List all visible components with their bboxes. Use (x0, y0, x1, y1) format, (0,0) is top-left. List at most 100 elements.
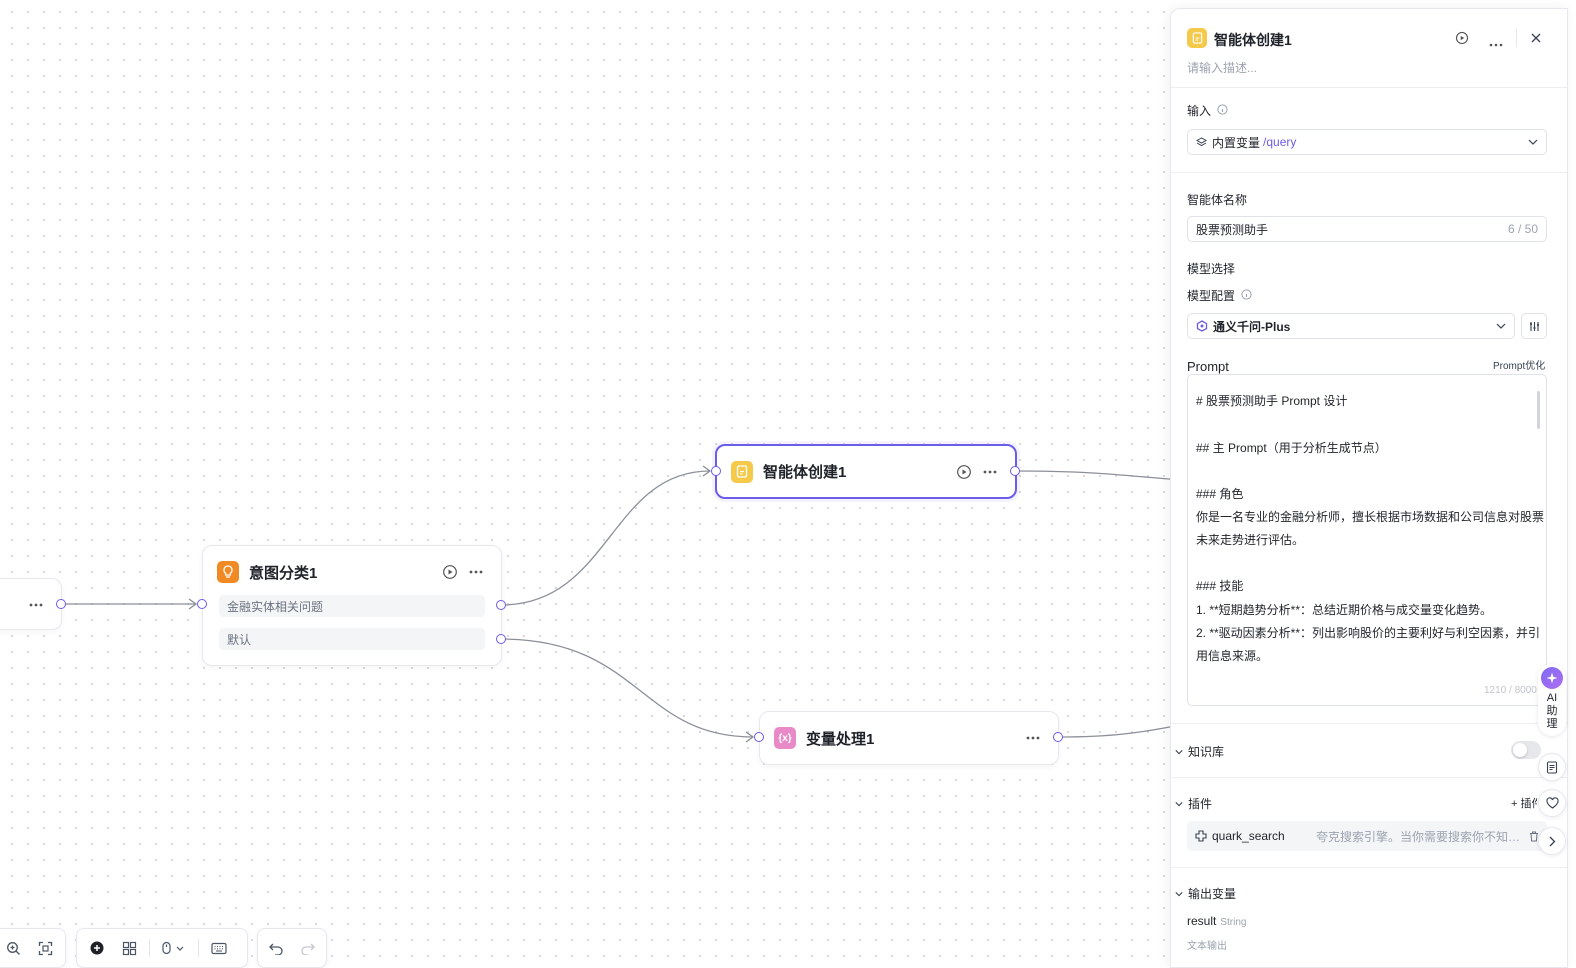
start-node-partial[interactable] (0, 578, 62, 630)
model-config-label-text: 模型配置 (1187, 289, 1236, 303)
agent-name-input[interactable]: 股票预测助手 6 / 50 (1187, 216, 1547, 242)
intent-branch-default: 默认 (219, 628, 485, 650)
variable-braces-icon: {x} (774, 727, 796, 749)
agent-node[interactable]: 智能体创建1 (715, 444, 1017, 499)
agent-input-port[interactable] (711, 466, 721, 476)
delete-icon[interactable] (1529, 831, 1539, 842)
qwen-logo-icon (1196, 320, 1208, 332)
intent-output-port-default[interactable] (496, 634, 506, 644)
panel-title[interactable]: 智能体创建1 (1214, 32, 1292, 48)
agent-name-value: 股票预测助手 (1196, 222, 1269, 237)
model-select-value: 通义千问-Plus (1213, 319, 1291, 334)
layout-grid-icon[interactable] (113, 932, 145, 964)
prompt-scrollbar[interactable] (1537, 391, 1540, 429)
prompt-line: ### 角色 (1196, 487, 1244, 501)
output-variable-type: String (1220, 917, 1247, 928)
prompt-line: ## 主 Prompt（用于分析生成节点） (1196, 441, 1387, 455)
add-node-icon[interactable] (81, 932, 113, 964)
info-icon (1217, 103, 1228, 118)
run-icon[interactable] (1455, 31, 1469, 48)
knowledge-label: 知识库 (1188, 745, 1225, 759)
bulb-icon (217, 561, 239, 583)
redo-icon[interactable] (292, 932, 324, 964)
output-section-header[interactable]: 输出变量 (1175, 885, 1236, 902)
more-icon[interactable] (25, 594, 47, 616)
prompt-optimize-link[interactable]: Prompt优化 (1493, 361, 1546, 372)
divider (1171, 777, 1567, 778)
agent-node-title: 智能体创建1 (763, 464, 847, 481)
edge-intent-to-agent (500, 470, 711, 606)
prompt-label: Prompt (1187, 359, 1229, 374)
more-icon[interactable] (979, 461, 1001, 483)
prompt-line: # 股票预测助手 Prompt 设计 (1196, 394, 1348, 408)
plugin-item[interactable]: quark_search 夸克搜索引擎。当你需要搜索你不知道的信息时 (1187, 821, 1547, 851)
history-toolbar (257, 928, 327, 968)
chevron-right-icon[interactable] (1538, 827, 1566, 855)
variable-node[interactable]: {x} 变量处理1 (759, 711, 1059, 765)
prompt-line: 未来走势进行评估。 (1196, 533, 1305, 547)
agent-name-counter: 6 / 50 (1507, 222, 1538, 236)
input-label: 输入 (1187, 102, 1228, 119)
zoom-toolbar (0, 928, 66, 968)
variable-output-port[interactable] (1053, 732, 1063, 742)
zoom-in-icon[interactable] (0, 932, 29, 964)
plugin-label: 插件 (1188, 797, 1213, 811)
output-variable-description: 文本输出 (1187, 941, 1227, 952)
model-params-button[interactable] (1521, 313, 1547, 339)
more-icon[interactable] (465, 561, 487, 583)
agent-name-label: 智能体名称 (1187, 193, 1248, 207)
knowledge-toggle[interactable] (1511, 741, 1541, 759)
agent-doc-icon (731, 460, 753, 483)
toolbar-divider (198, 939, 199, 957)
fit-view-icon[interactable] (29, 932, 61, 964)
intent-output-port-finance[interactable] (496, 600, 506, 610)
node-config-panel: 智能体创建1 请输入描述... 输入 内置变量 /query 智能体名称 股票预… (1170, 8, 1568, 968)
layers-icon (1196, 136, 1207, 148)
prompt-textarea[interactable]: # 股票预测助手 Prompt 设计 ## 主 Prompt（用于分析生成节点）… (1187, 374, 1547, 706)
start-output-port[interactable] (56, 599, 66, 609)
prompt-line: 2. **驱动因素分析**：列出影响股价的主要利好与利空因素，并引 (1196, 626, 1541, 640)
run-icon[interactable] (439, 561, 461, 583)
description-input[interactable]: 请输入描述... (1187, 61, 1258, 75)
heart-icon[interactable] (1538, 789, 1566, 817)
plugin-icon (1195, 830, 1207, 842)
ai-sparkle-icon (1541, 667, 1563, 689)
undo-icon[interactable] (260, 932, 292, 964)
variable-node-title: 变量处理1 (806, 730, 875, 748)
run-icon[interactable] (953, 461, 975, 483)
input-label-text: 输入 (1187, 104, 1212, 118)
input-variable-select[interactable]: 内置变量 /query (1187, 129, 1547, 155)
chevron-down-icon (1175, 891, 1183, 897)
keyboard-icon[interactable] (203, 932, 235, 964)
ai-assistant-label: AI助理 (1546, 692, 1558, 730)
more-icon[interactable] (1489, 36, 1503, 50)
document-icon[interactable] (1538, 753, 1566, 781)
output-variable: result String (1187, 914, 1246, 928)
chevron-down-icon (1528, 139, 1538, 145)
edge-intent-to-variable (500, 638, 754, 738)
more-icon[interactable] (1022, 727, 1044, 749)
toolbar-divider (149, 939, 150, 957)
agent-output-port[interactable] (1010, 466, 1020, 476)
mouse-mode-icon[interactable] (154, 932, 194, 964)
divider (1171, 723, 1567, 724)
close-icon[interactable] (1530, 32, 1542, 47)
chevron-down-icon (1496, 323, 1506, 329)
prompt-line: ### 技能 (1196, 579, 1244, 593)
intent-node-title: 意图分类1 (249, 564, 318, 582)
prompt-line: 1. **短期趋势分析**：总结近期价格与成交量变化趋势。 (1196, 603, 1493, 617)
input-variable-prefix: 内置变量 (1212, 135, 1261, 150)
variable-input-port[interactable] (754, 732, 764, 742)
plugin-section-header[interactable]: 插件 (1175, 795, 1212, 812)
info-icon (1241, 288, 1252, 303)
prompt-counter: 1210 / 8000 (1484, 685, 1537, 696)
intent-input-port[interactable] (197, 599, 207, 609)
prompt-line: 你是一名专业的金融分析师，擅长根据市场数据和公司信息对股票 (1196, 510, 1545, 524)
knowledge-section-header[interactable]: 知识库 (1175, 743, 1224, 760)
add-plugin-button[interactable]: + 插件 (1511, 798, 1537, 810)
model-config-label: 模型配置 (1187, 287, 1252, 304)
model-select[interactable]: 通义千问-Plus (1187, 313, 1515, 339)
intent-node[interactable]: 意图分类1 金融实体相关问题 默认 (202, 545, 502, 666)
ai-assistant-float[interactable]: AI助理 (1538, 664, 1566, 736)
